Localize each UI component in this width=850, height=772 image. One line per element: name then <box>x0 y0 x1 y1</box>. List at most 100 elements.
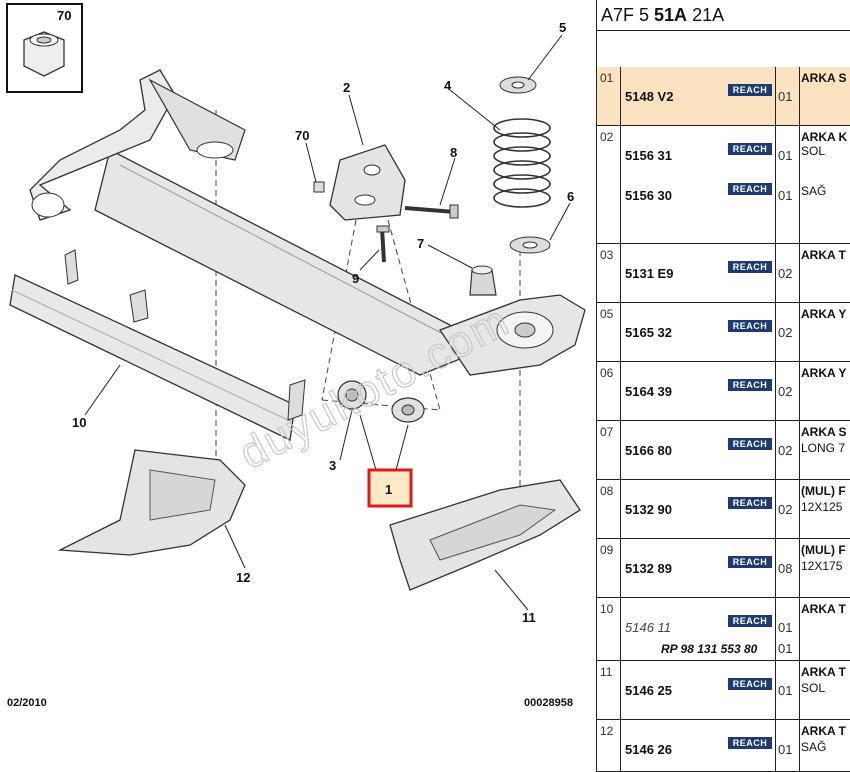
part-reference-cell: 5146 25 REACH <box>621 661 776 719</box>
part-description: SAĞ <box>801 184 827 198</box>
part-reference[interactable]: 5156 31 <box>625 148 672 163</box>
part-reference-cell: 5146 26 REACH <box>621 720 776 771</box>
part-description: (MUL) F <box>801 543 846 557</box>
part-description: LONG 7 <box>801 441 846 455</box>
table-row[interactable]: 03 5131 E9 REACH 02 ARKA T <box>597 244 850 303</box>
part-quantity: 02 <box>778 266 793 281</box>
part-reference[interactable]: 5132 89 <box>625 561 672 576</box>
reach-badge: REACH <box>728 737 772 749</box>
part-8-bolt[interactable] <box>404 204 459 219</box>
row-number: 01 <box>597 67 621 125</box>
quantity-cell: 08 <box>775 539 800 597</box>
rear-axle-beam[interactable] <box>29 69 586 376</box>
part-reference[interactable]: 5146 11 <box>625 620 672 635</box>
date-code: 02/2010 <box>7 697 47 709</box>
part-description: ARKA Y <box>801 366 847 380</box>
part-70-nut[interactable] <box>313 181 325 193</box>
part-6-lower-spring-seat[interactable] <box>509 236 551 254</box>
callout-4: 4 <box>444 78 452 93</box>
part-7-bump-stop[interactable] <box>469 265 497 296</box>
part-5-upper-spring-seat[interactable] <box>499 76 537 94</box>
reach-badge: REACH <box>728 261 772 273</box>
part-quantity: 01 <box>778 148 793 163</box>
quantity-cell: 01 <box>775 67 800 125</box>
part-quantity: 02 <box>778 325 793 340</box>
reach-badge: REACH <box>728 556 772 568</box>
reach-badge: REACH <box>728 320 772 332</box>
part-reference[interactable]: 5166 80 <box>625 443 672 458</box>
part-description: SOL <box>801 681 826 695</box>
quantity-cell: 02 <box>775 362 800 420</box>
row-number: 05 <box>597 303 621 361</box>
inset-nut-70[interactable]: 70 <box>6 3 83 93</box>
row-number: 02 <box>597 126 621 243</box>
quantity-cell: 01 <box>775 661 800 719</box>
callout-8: 8 <box>450 145 457 160</box>
part-reference-cell: 5132 90 REACH <box>621 480 776 538</box>
part-11-heat-shield-right[interactable] <box>389 479 581 591</box>
part-4-coil-spring[interactable] <box>493 118 551 208</box>
part-reference-cell: 5166 80 REACH <box>621 421 776 479</box>
description-cell: ARKA T SAĞ <box>799 720 850 771</box>
callout-70: 70 <box>295 128 309 143</box>
part-reference[interactable]: 5146 25 <box>625 683 672 698</box>
part-description: SAĞ <box>801 740 827 754</box>
part-quantity: 01 <box>778 188 793 203</box>
callout-12: 12 <box>236 570 250 585</box>
part-reference[interactable]: 5132 90 <box>625 502 672 517</box>
part-12-heat-shield-left[interactable] <box>57 449 246 556</box>
header-spacer <box>597 31 850 68</box>
part-description: ARKA T <box>801 724 846 738</box>
part-quantity: 01 <box>778 742 793 757</box>
part-description: ARKA T <box>801 665 846 679</box>
callout-6: 6 <box>567 189 574 204</box>
description-cell: ARKA T <box>799 244 850 302</box>
row-number: 08 <box>597 480 621 538</box>
part-3-bushing[interactable] <box>337 380 367 410</box>
part-quantity: 01 <box>778 620 793 635</box>
callout-3: 3 <box>329 458 336 473</box>
callout-1-box <box>367 468 413 508</box>
reach-badge: REACH <box>728 678 772 690</box>
part-10-reinforcement-bar[interactable] <box>9 249 306 441</box>
part-reference[interactable]: 5165 32 <box>625 325 672 340</box>
quantity-cell: 02 <box>775 244 800 302</box>
part-reference[interactable]: 5146 26 <box>625 742 672 757</box>
callout-9: 9 <box>352 271 359 286</box>
replacement-reference[interactable]: RP 98 131 553 80 <box>661 642 758 656</box>
part-9-bolt[interactable] <box>376 225 390 263</box>
drawing-number: 00028958 <box>524 697 573 709</box>
callout-1-highlighted[interactable]: 1 <box>367 468 413 508</box>
callout-7: 7 <box>417 236 424 251</box>
part-2-bracket[interactable] <box>329 144 406 221</box>
part-quantity: 08 <box>778 561 793 576</box>
part-reference[interactable]: 5156 30 <box>625 188 672 203</box>
part-quantity: 02 <box>778 384 793 399</box>
row-number: 03 <box>597 244 621 302</box>
catalog-header: A7F 5 51A 21A <box>597 0 850 31</box>
reach-badge: REACH <box>728 497 772 509</box>
callout-11: 11 <box>522 610 536 625</box>
rear-axle-exploded-diagram: 70 <box>6 3 586 625</box>
part-reference[interactable]: 5131 E9 <box>625 266 674 281</box>
part-1-bushing[interactable] <box>391 397 425 423</box>
header-prefix: A7F 5 <box>601 5 655 25</box>
part-reference[interactable]: 5148 V2 <box>625 89 674 104</box>
part-reference[interactable]: 5164 39 <box>625 384 672 399</box>
reach-badge: REACH <box>728 438 772 450</box>
row-number: 11 <box>597 661 621 719</box>
